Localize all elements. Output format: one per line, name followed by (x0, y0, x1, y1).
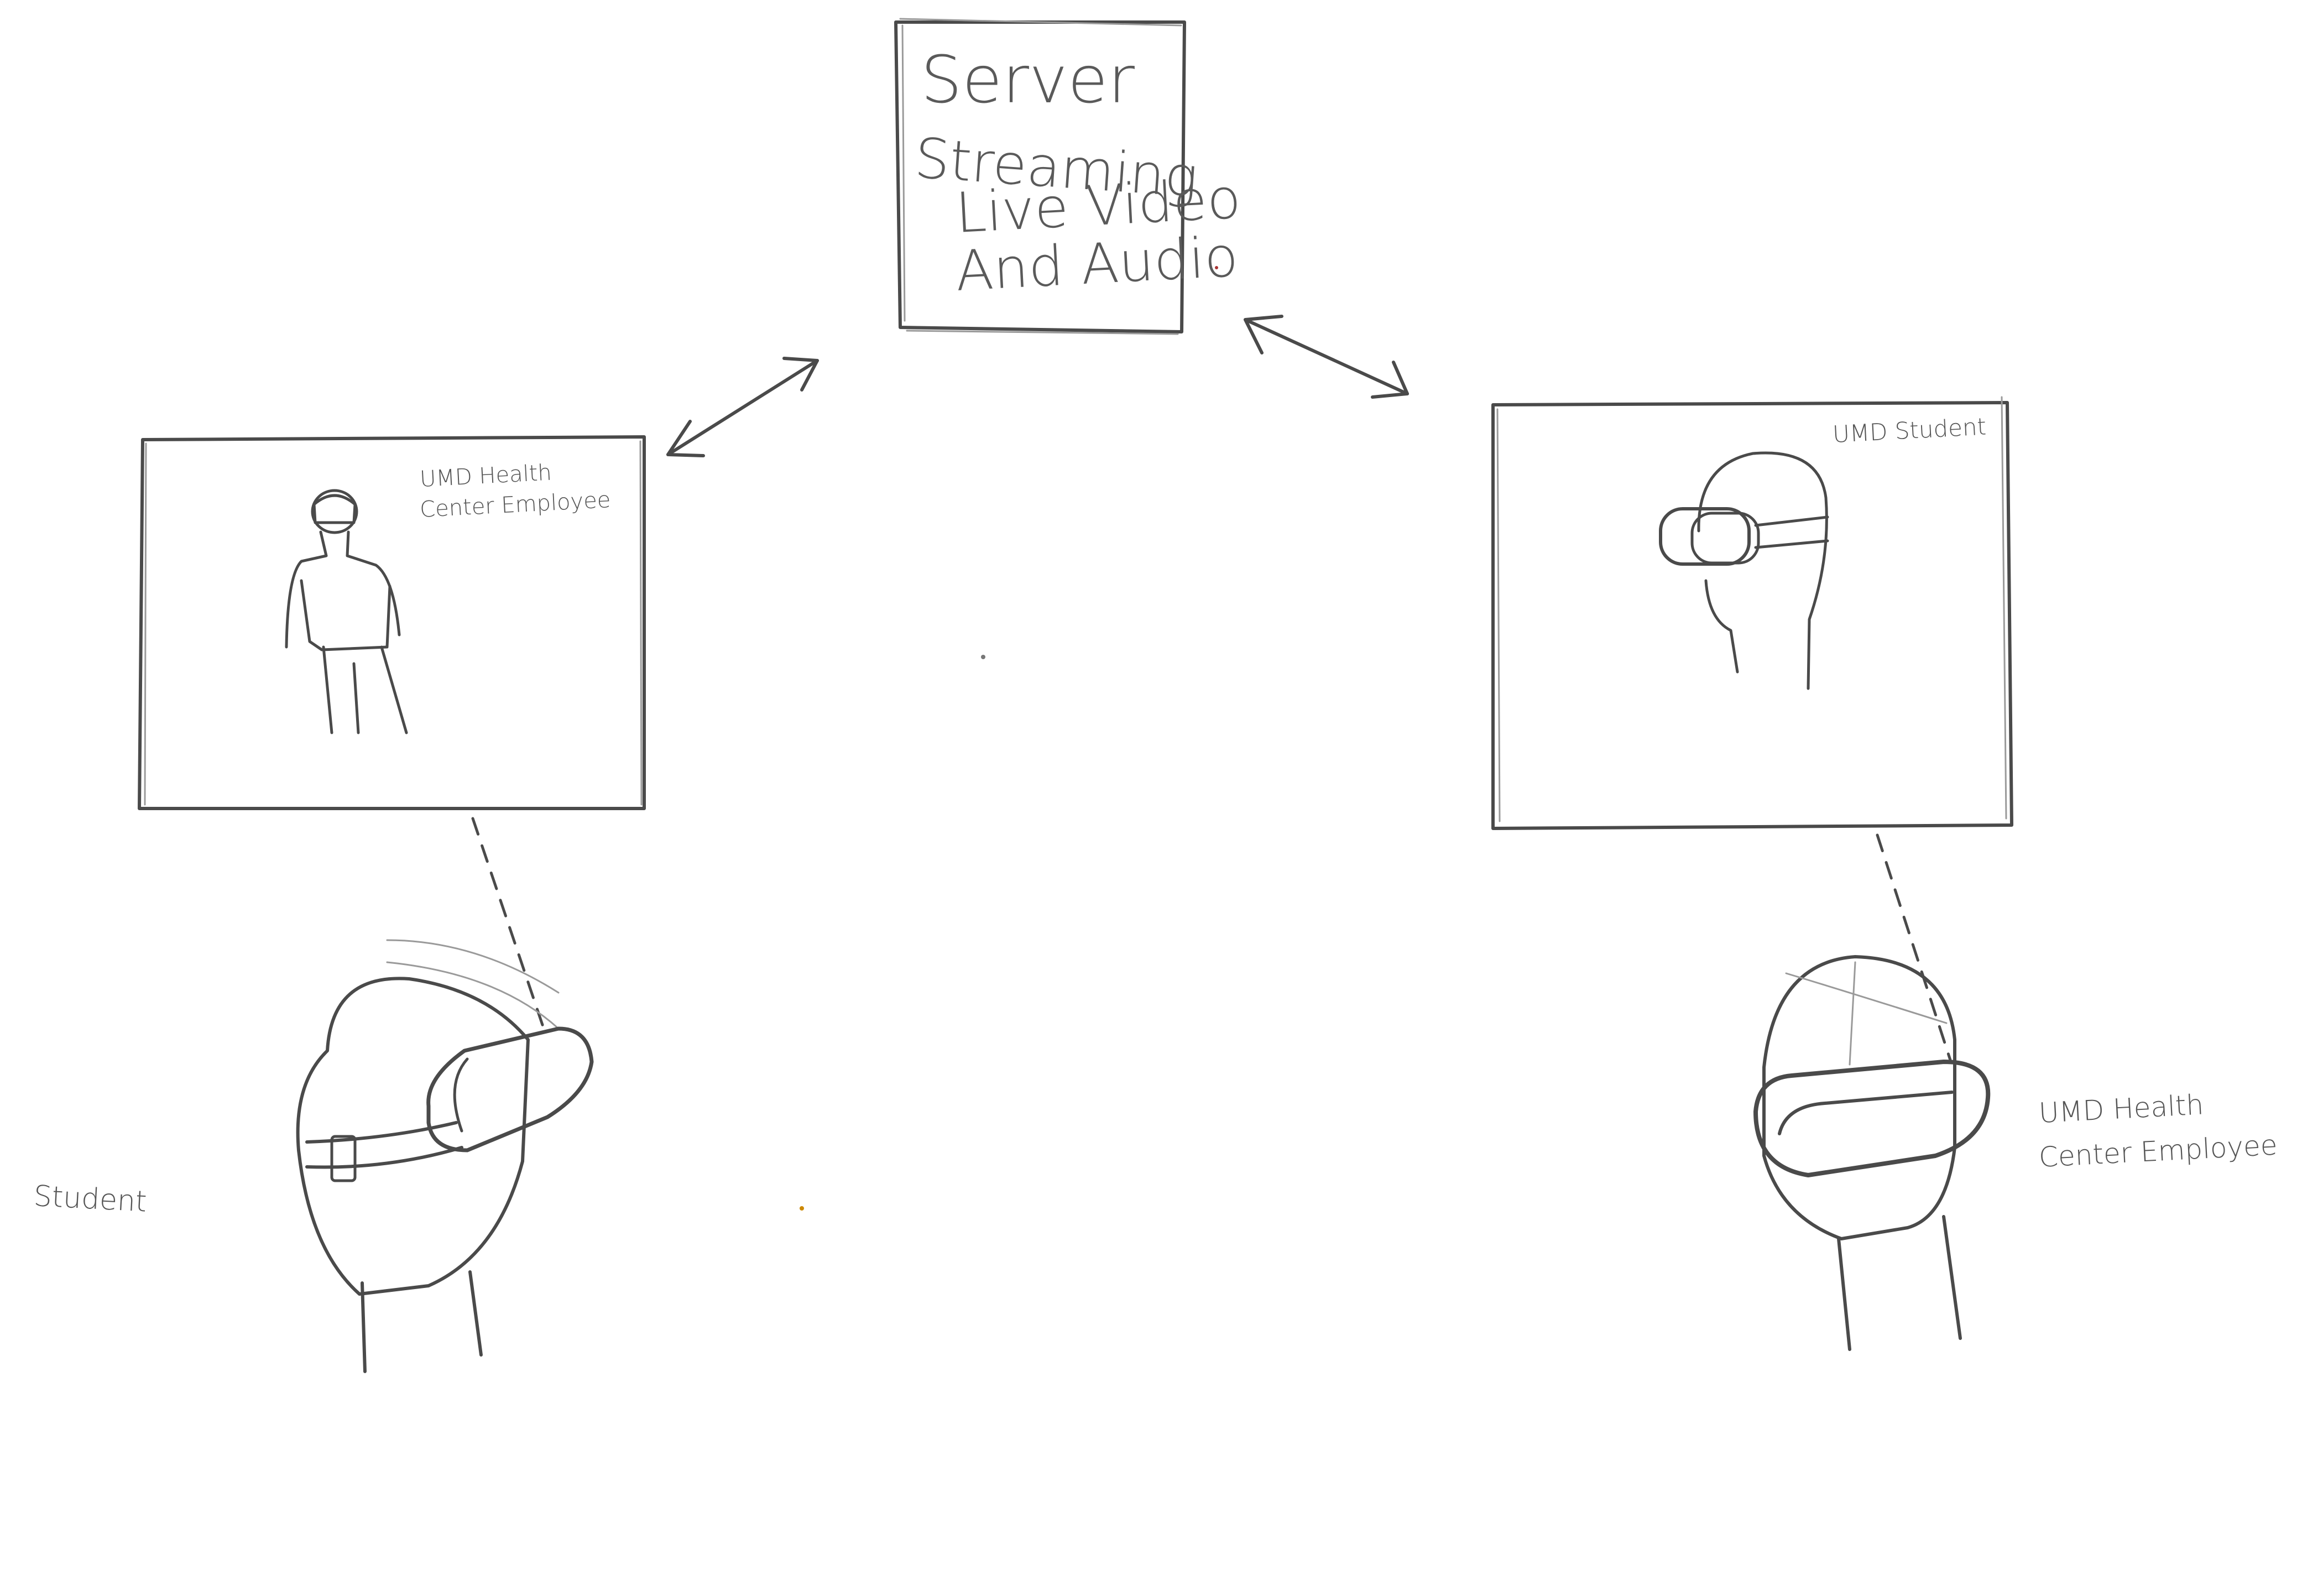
left-bidirectional-arrow (666, 357, 819, 457)
right-person-label-line1: UMD Health (2038, 1088, 2205, 1129)
paper-speck (800, 1206, 804, 1211)
left-screen-label-line1: UMD Health (419, 460, 552, 492)
server-box: Server Streaming Live Video And Audio (894, 18, 1243, 335)
right-screen-label: UMD Student (1832, 413, 1987, 448)
server-line-and-audio: And Audio (954, 224, 1240, 304)
server-line-live-video: Live Video (954, 166, 1243, 246)
employee-figure-icon (285, 489, 408, 734)
right-person-label-line2: Center Employee (2038, 1129, 2278, 1173)
right-dashed-sightline (1876, 833, 1953, 1063)
right-screen: UMD Student (1491, 396, 2013, 830)
right-bidirectional-arrow (1244, 315, 1409, 399)
paper-speck (981, 655, 985, 659)
left-screen-label-line2: Center Employee (419, 487, 611, 523)
left-dashed-sightline (471, 817, 546, 1033)
paper-speck (1215, 266, 1218, 269)
employee-headset-head-icon (1753, 955, 1991, 1351)
server-title: Server (921, 41, 1135, 118)
student-headset-head-icon (296, 939, 594, 1373)
left-screen: UMD Health Center Employee (138, 435, 646, 810)
left-person-label: Student (33, 1180, 148, 1219)
student-vr-head-icon (1659, 451, 1829, 690)
